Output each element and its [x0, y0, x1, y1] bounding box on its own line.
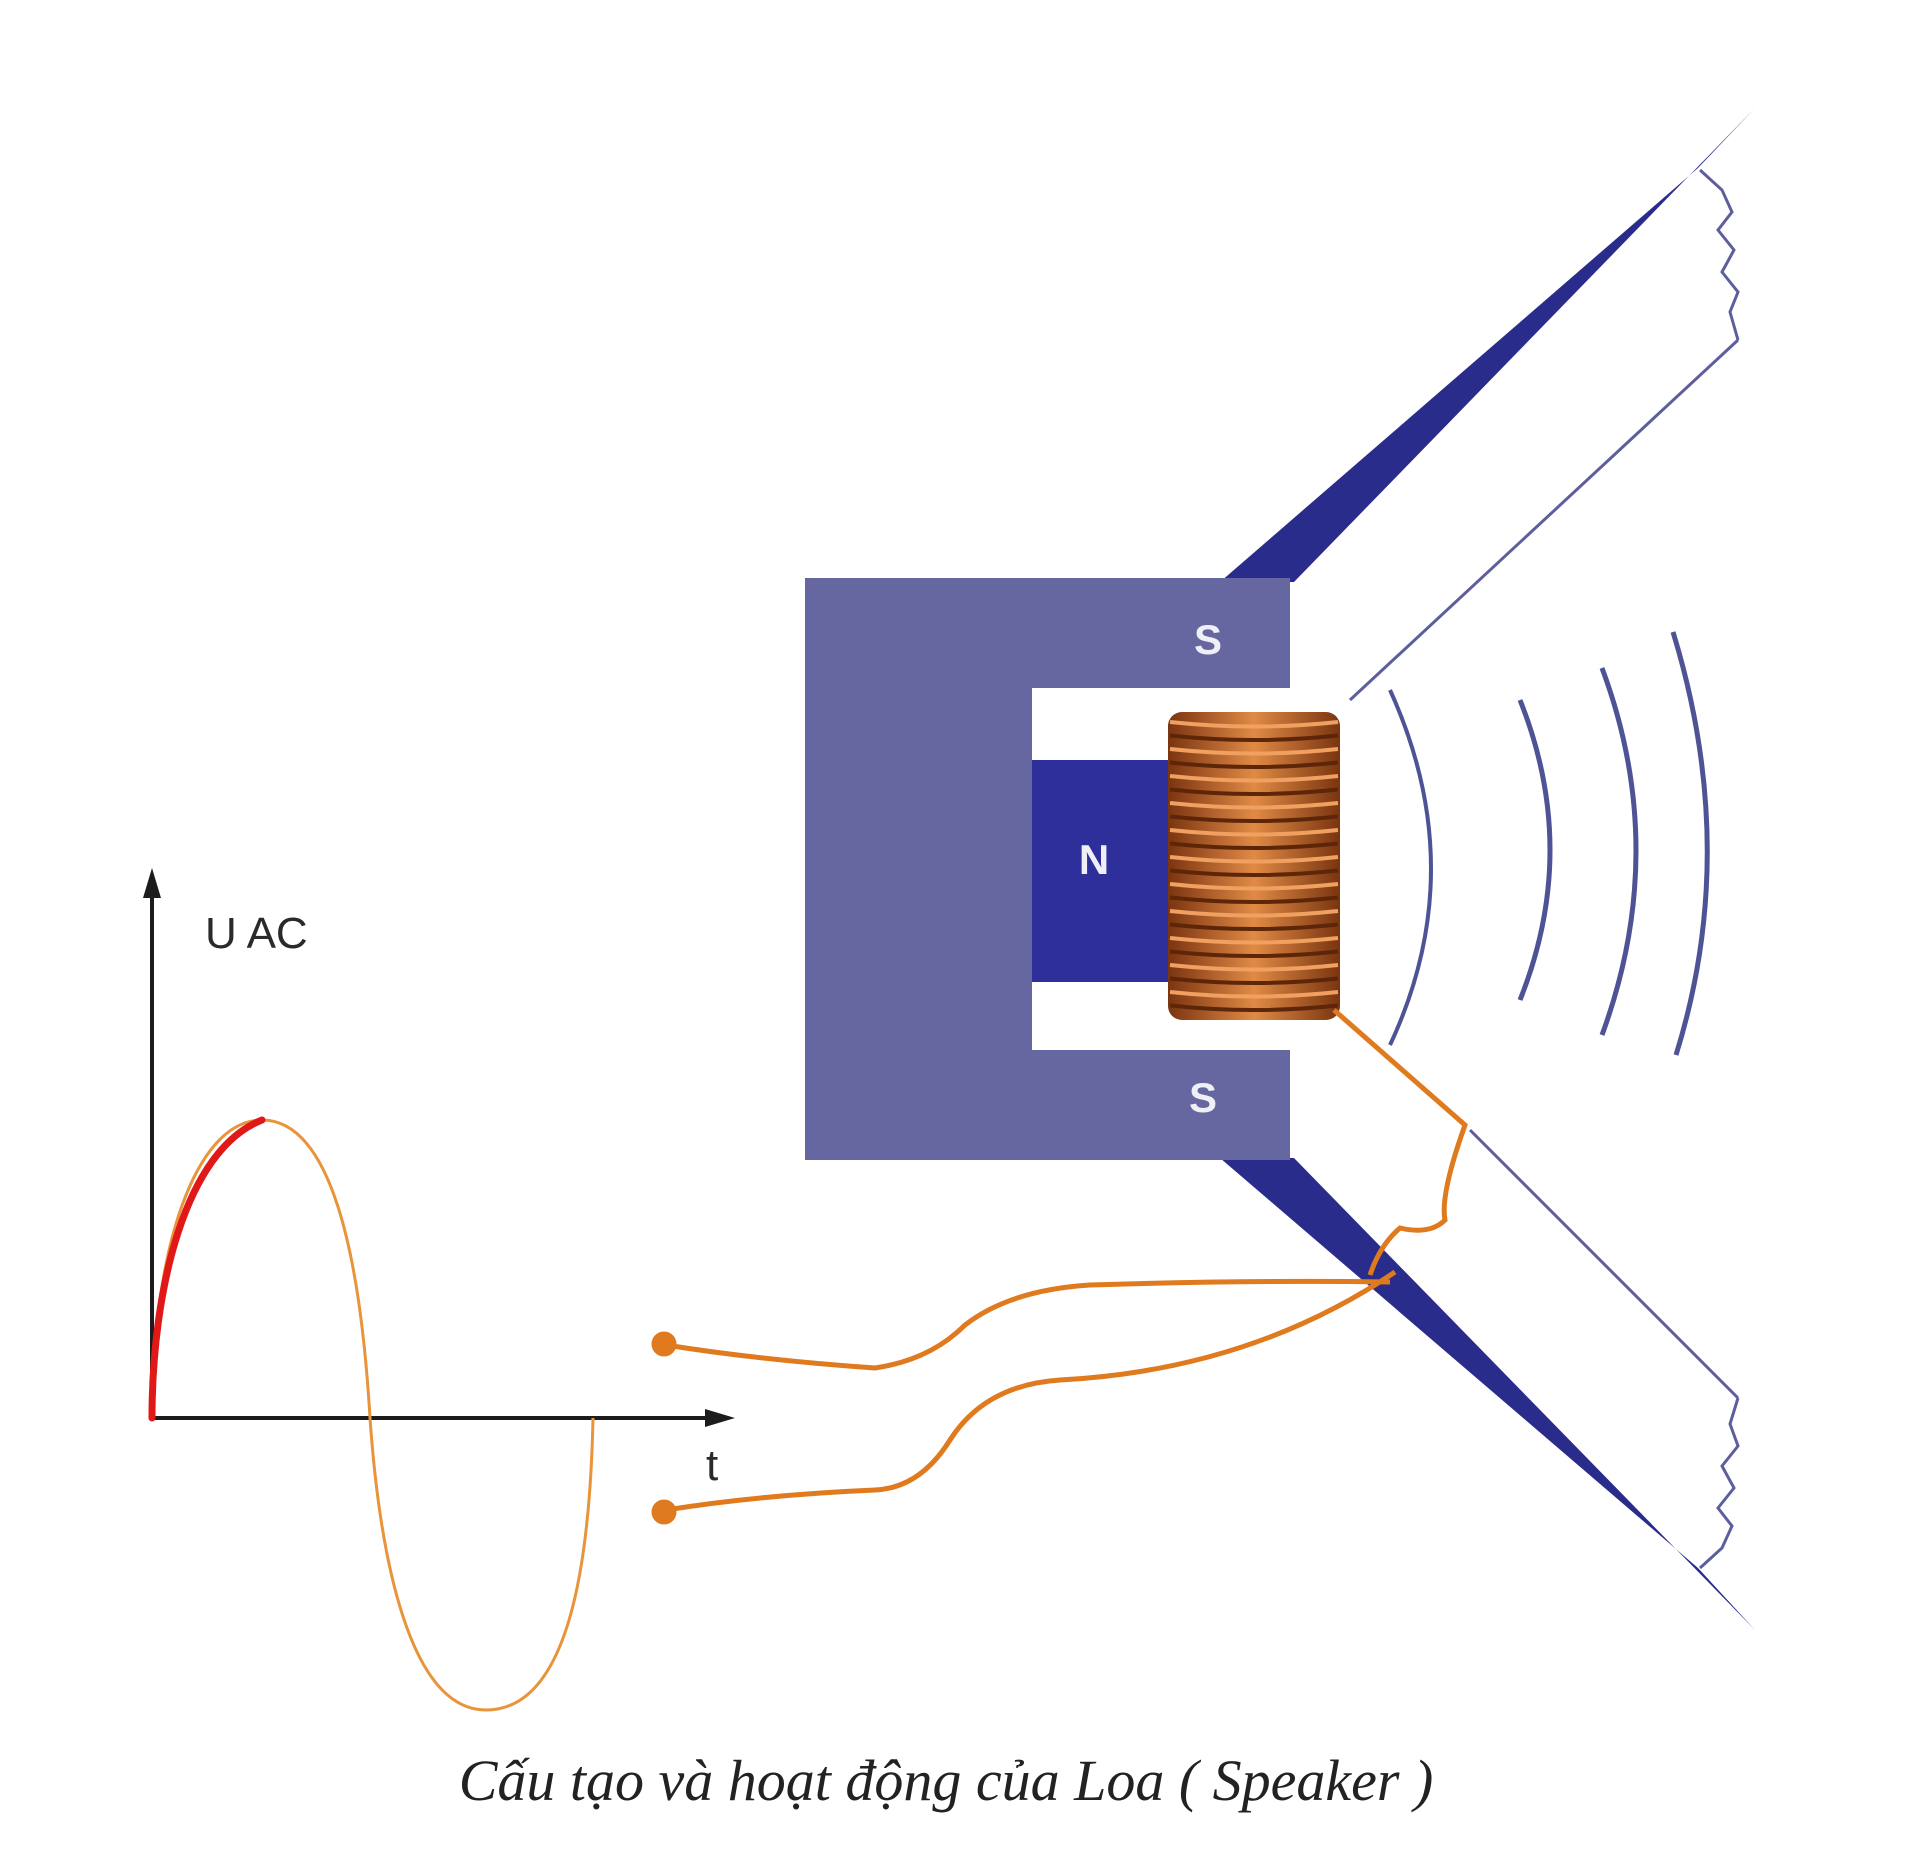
sound-wave-1	[1517, 699, 1553, 1001]
coil-turn	[1169, 936, 1339, 945]
coil-turn	[1169, 841, 1339, 850]
coil-turn	[1169, 747, 1339, 756]
cone-inner-top	[1348, 338, 1740, 702]
cone-surround-top	[1698, 168, 1740, 341]
coil-body	[1168, 712, 1340, 1020]
cone-lower-wall	[1220, 1158, 1755, 1630]
coil-turn	[1169, 787, 1339, 796]
pole-label-top: S	[1194, 616, 1222, 663]
lead-wire-coil-top	[1332, 1008, 1468, 1276]
y-axis-arrow	[143, 868, 161, 898]
figure-caption: Cấu tạo và hoạt động của Loa ( Speaker )	[459, 1748, 1434, 1813]
coil-turn	[1169, 922, 1339, 931]
coil-turn	[1169, 774, 1339, 783]
coil-turn	[1169, 949, 1339, 958]
sound-wave-3	[1670, 631, 1710, 1056]
magnet-core	[1032, 760, 1172, 982]
coil-turn	[1169, 855, 1339, 864]
coil-turn	[1169, 868, 1339, 877]
terminal-2	[651, 1499, 677, 1525]
lead-wires	[651, 1008, 1468, 1525]
ac-signal-graph: U AC t	[143, 868, 735, 1712]
lead-wire-1	[665, 1278, 1391, 1371]
dust-cap	[1388, 689, 1433, 1046]
coil-turn	[1169, 895, 1339, 904]
pole-label-center: N	[1079, 836, 1109, 883]
voice-coil	[1168, 712, 1340, 1020]
coil-turn	[1169, 963, 1339, 972]
signal-wave	[150, 1118, 595, 1712]
coil-turn	[1169, 828, 1339, 837]
signal-wave-highlight	[148, 1116, 266, 1422]
x-axis-arrow	[705, 1409, 735, 1427]
sound-waves	[1517, 631, 1710, 1056]
y-axis-label: U AC	[205, 909, 308, 958]
x-axis-label: t	[706, 1441, 718, 1490]
cone-surround-bottom	[1698, 1397, 1740, 1570]
coil-turn	[1169, 801, 1339, 810]
lead-wire-2	[665, 1269, 1397, 1513]
coil-turn	[1169, 760, 1339, 769]
coil-turn	[1169, 733, 1339, 742]
coil-turn	[1169, 909, 1339, 918]
coil-turn	[1169, 814, 1339, 823]
terminal-1	[651, 1331, 677, 1357]
cone-upper-wall	[1220, 108, 1755, 582]
magnet-frame	[805, 578, 1290, 1160]
coil-turn	[1169, 1003, 1339, 1012]
cone-inner-bottom	[1468, 1128, 1740, 1400]
coil-turn	[1169, 720, 1339, 729]
sound-wave-2	[1599, 667, 1639, 1036]
coil-turns	[1169, 720, 1339, 1012]
coil-turn	[1169, 882, 1339, 891]
magnet: S N S	[805, 578, 1290, 1160]
coil-turn	[1169, 976, 1339, 985]
pole-label-bottom: S	[1189, 1074, 1217, 1121]
cone-outline	[1348, 168, 1740, 1570]
coil-turn	[1169, 990, 1339, 999]
